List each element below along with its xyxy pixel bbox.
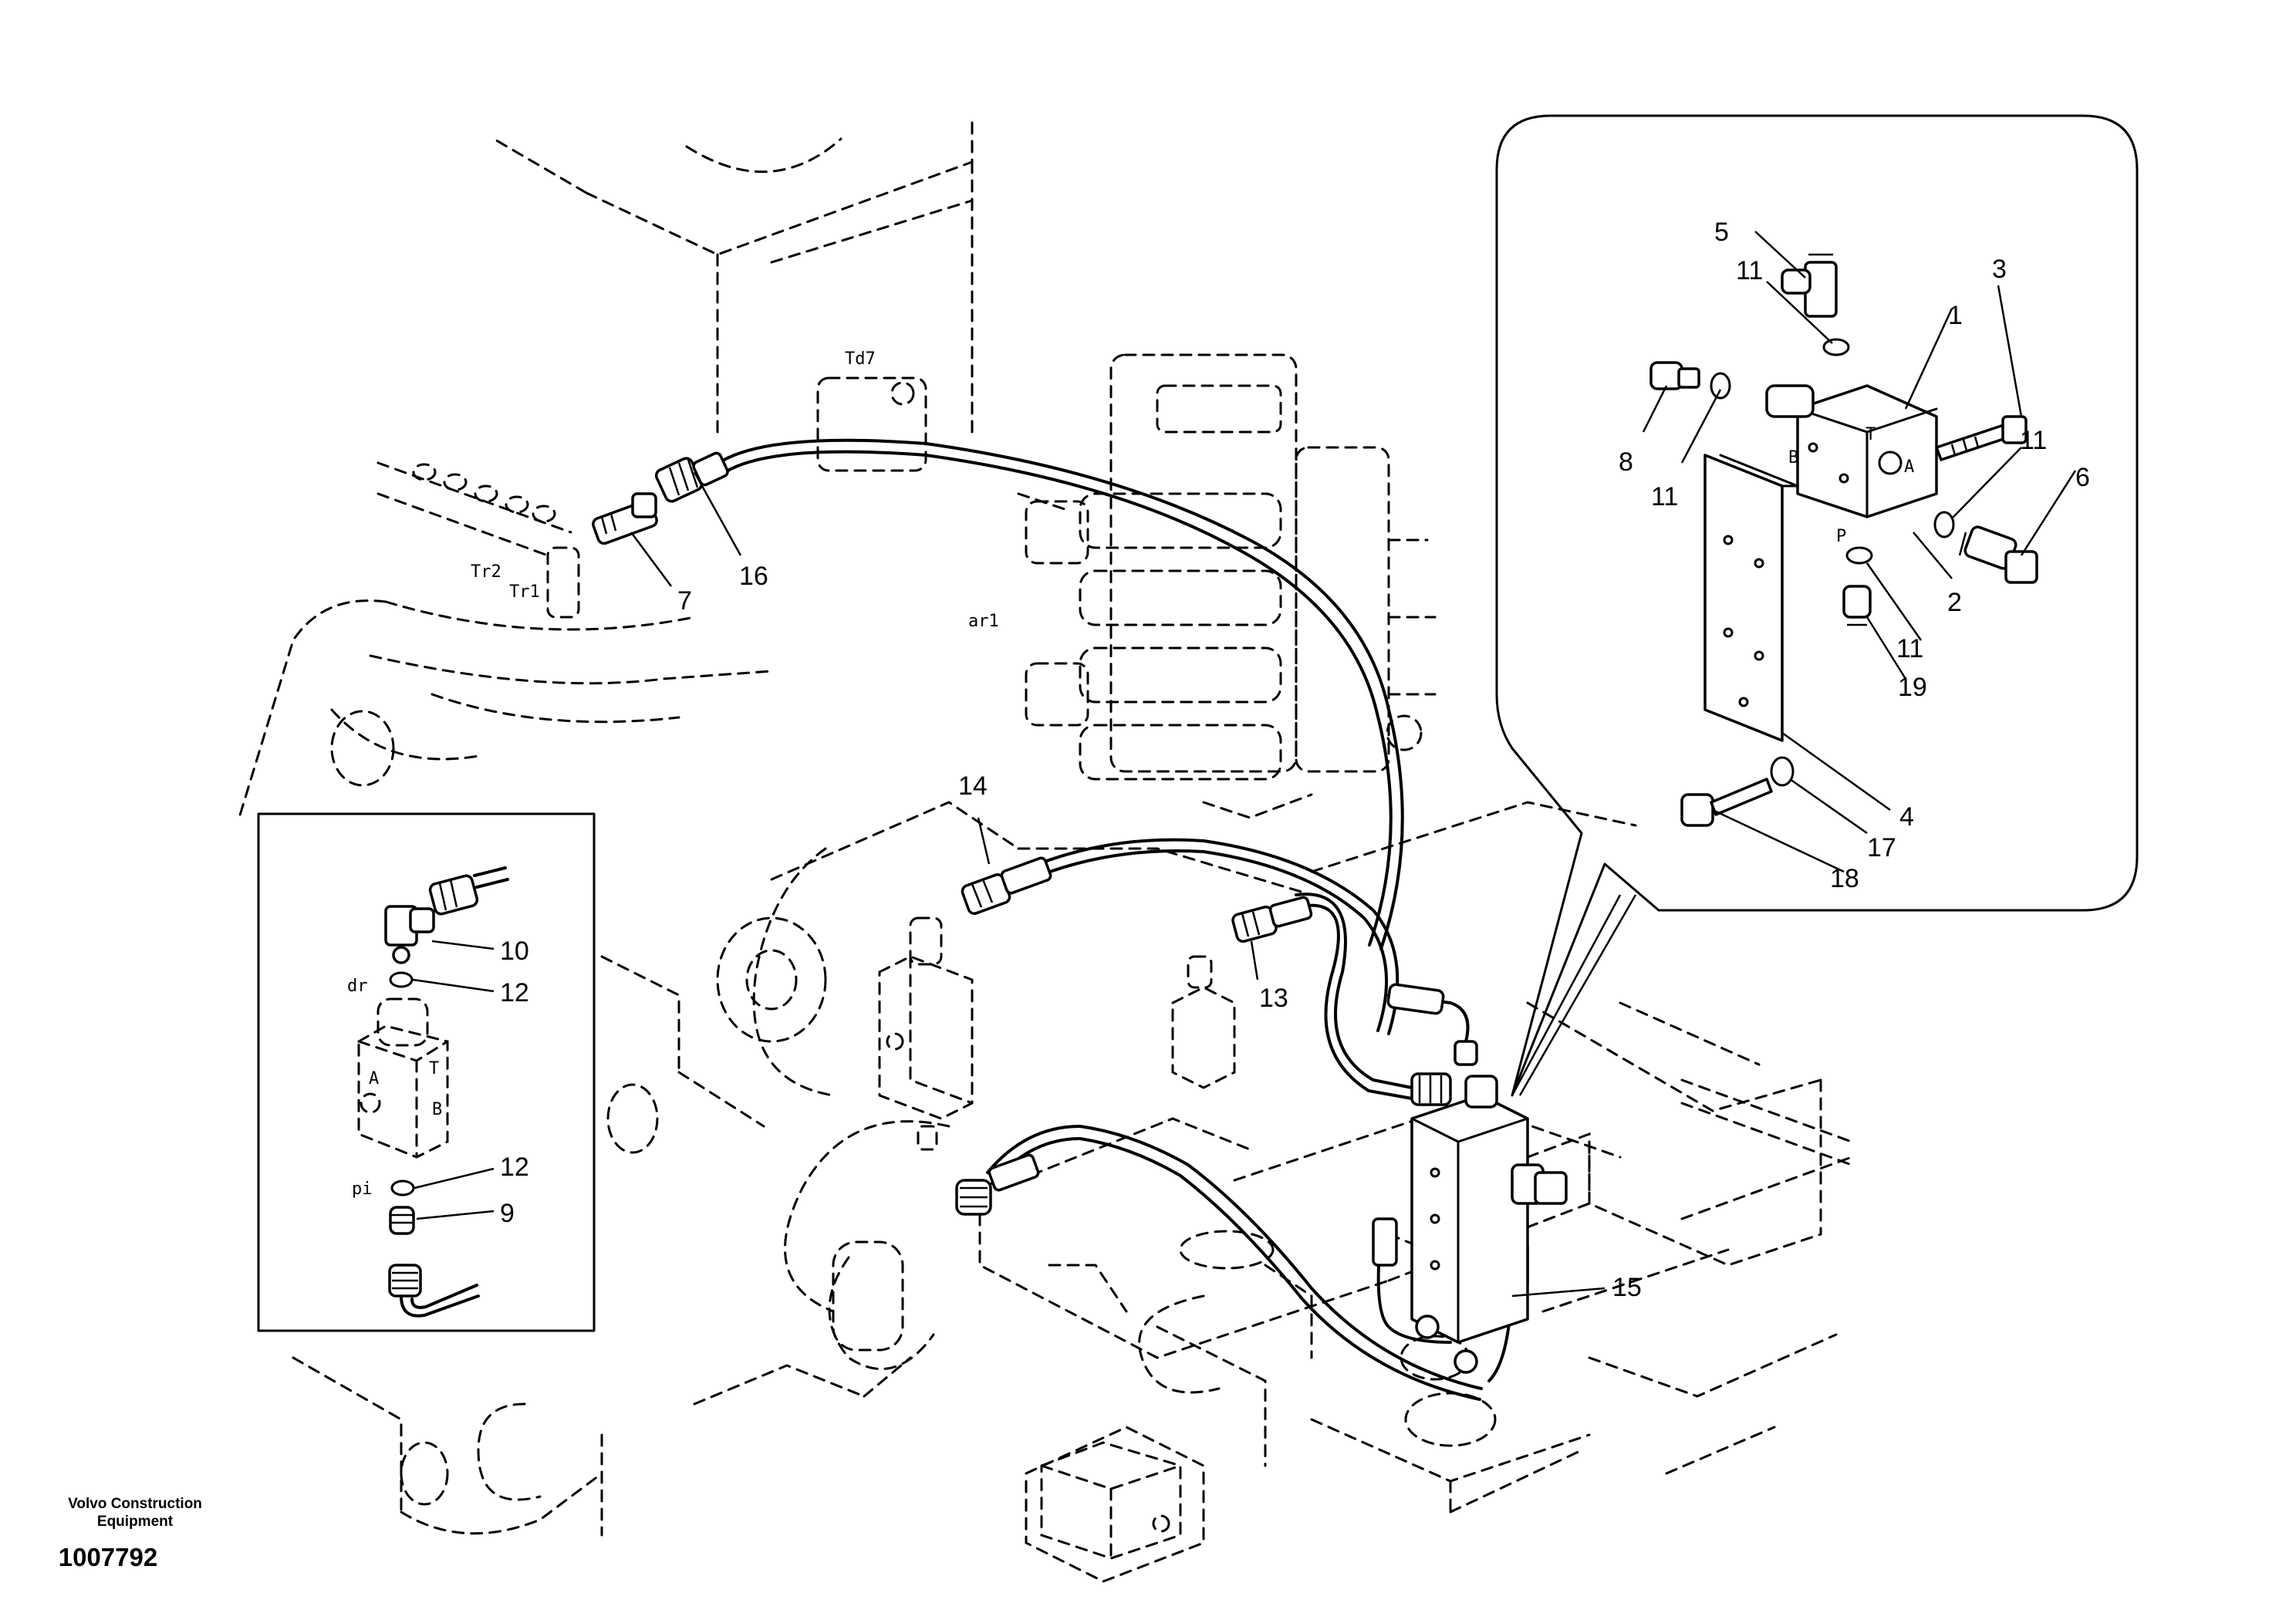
detail-plug-19 <box>1842 585 1872 626</box>
detail-solenoid-valve-1 <box>1765 384 1938 518</box>
port-label-detail-p: P <box>1836 527 1846 546</box>
inset-elbow-fitting-10 <box>384 905 435 964</box>
detail-bolt-18 <box>1680 778 1773 827</box>
callout-11-bottom: 11 <box>1896 634 1923 663</box>
leader-lines <box>630 471 1637 1298</box>
detail-fitting-6 <box>1958 525 2038 584</box>
callout-9: 9 <box>500 1199 515 1228</box>
port-label-pi: pi <box>352 1180 373 1199</box>
inset-hose-upper <box>428 866 509 916</box>
port-label-detail-a: A <box>1904 457 1914 477</box>
machine-frame-outline <box>238 114 1853 1583</box>
junction-box-bottom <box>1040 1441 1182 1560</box>
callout-10: 10 <box>500 937 529 966</box>
detail-plug-8 <box>1649 361 1700 390</box>
callout-11-top: 11 <box>1736 256 1763 285</box>
port-label-inset-a: A <box>369 1069 379 1088</box>
detail-leader-lines <box>1642 231 2077 873</box>
callout-16: 16 <box>739 562 768 591</box>
callout-5: 5 <box>1714 218 1729 247</box>
control-valve-block <box>816 353 1437 819</box>
port-label-dr: dr <box>347 977 368 996</box>
fitting-row-top-left <box>376 461 1066 619</box>
solenoid-valve-mid <box>878 916 974 1151</box>
valve-assembly-main <box>1410 1075 1591 1374</box>
port-label-tr1: Tr1 <box>509 582 540 602</box>
callout-2: 2 <box>1947 588 1962 617</box>
hose-13 <box>1231 893 1452 1106</box>
port-label-inset-t: T <box>429 1059 439 1078</box>
inset-plug-9 <box>389 1206 415 1235</box>
callout-4: 4 <box>1899 802 1914 832</box>
callout-14: 14 <box>958 771 988 801</box>
callout-19: 19 <box>1898 673 1927 702</box>
callout-13: 13 <box>1259 984 1288 1013</box>
callout-11-right: 11 <box>2020 426 2047 455</box>
port-label-td7: Td7 <box>845 349 876 369</box>
detail-plate-4 <box>1703 454 1799 742</box>
small-valve-right <box>1171 955 1236 1089</box>
callout-11-left: 11 <box>1651 482 1678 511</box>
hose-elbow-upper <box>1386 983 1478 1066</box>
brand-line-2: Equipment <box>97 1514 174 1530</box>
document-number: 1007792 <box>59 1543 157 1571</box>
inset-valve-body <box>357 997 449 1159</box>
callout-1: 1 <box>1948 301 1963 330</box>
detail-callout-bubble <box>1495 114 2139 1097</box>
callout-12-bottom: 12 <box>500 1153 529 1182</box>
brand-line-1: Volvo Construction <box>68 1496 202 1512</box>
tee-fitting-7 <box>592 492 658 545</box>
port-label-detail-t: T <box>1866 425 1876 444</box>
callout-18: 18 <box>1830 864 1859 893</box>
callout-12-top: 12 <box>500 978 529 1007</box>
inset-hose-lower <box>388 1264 480 1318</box>
callout-6: 6 <box>2075 463 2090 492</box>
detail-orings <box>1710 338 1955 787</box>
detail-fitting-5 <box>1781 253 1838 318</box>
callout-3: 3 <box>1992 255 2007 284</box>
callout-7: 7 <box>677 586 692 616</box>
inset-box <box>257 812 596 1332</box>
hose-16 <box>654 438 1404 950</box>
port-label-ar1: ar1 <box>968 612 999 631</box>
detail-bolt-3 <box>1935 415 2028 461</box>
port-label-tr2: Tr2 <box>471 562 501 582</box>
callout-17: 17 <box>1867 833 1896 862</box>
port-label-detail-b: B <box>1788 448 1798 467</box>
callout-15: 15 <box>1612 1273 1642 1302</box>
port-label-inset-b: B <box>432 1100 442 1119</box>
hose-14 <box>961 838 1400 1035</box>
callout-8: 8 <box>1619 447 1633 477</box>
